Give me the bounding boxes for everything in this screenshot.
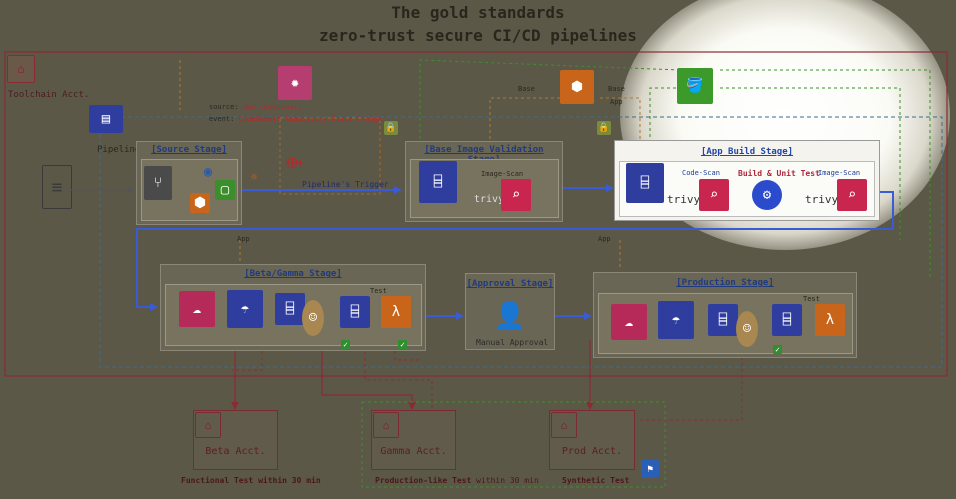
production-like-frame <box>361 401 666 488</box>
event-value: CodeCommit Repository State Change <box>238 115 382 123</box>
app-build-stage: [App Build Stage] ⌸ Code-Scan trivy ⌕ Bu… <box>614 140 880 221</box>
codebuild-icon: ⌸ <box>419 161 457 203</box>
prod-account-icon: ⌂ <box>551 412 577 438</box>
approval-person-icon: 👤 <box>493 301 527 331</box>
beta-test-label: Test <box>370 287 387 295</box>
gamma-account-icon: ⌂ <box>373 412 399 438</box>
toolchain-account-icon: ⌂ <box>7 55 35 83</box>
gamma-check-icon: ✓ <box>398 340 407 349</box>
diagram-title: The gold standards <box>391 3 565 22</box>
trivy-logo: trivy <box>474 194 505 205</box>
prod-deploy-icon: ☂ <box>658 301 694 339</box>
trivy-logo-image: trivy <box>805 193 839 206</box>
prod-lambda-icon: λ <box>815 304 845 336</box>
eventbridge-icon: ✹ <box>278 66 312 100</box>
diagram-subtitle: zero-trust secure CI/CD pipelines <box>319 26 637 45</box>
cloudformation-icon: ☁ <box>179 291 215 327</box>
source-stage-title: [Source Stage] <box>151 145 227 155</box>
beta-account: ⌂ Beta Acct. <box>193 410 278 470</box>
beta-account-label: Beta Acct. <box>205 446 266 457</box>
s3-bucket-icon: 🪣 <box>677 68 713 104</box>
gamma-account-label: Gamma Acct. <box>380 446 447 457</box>
beta-codebuild-icon: ⌸ <box>275 293 305 325</box>
event-source-value: aws.codecommit <box>242 103 302 111</box>
approval-stage: [Approval Stage] 👤 Manual Approval <box>465 273 555 350</box>
inspector-icon: ⌕ <box>501 179 531 211</box>
toolchain-account-border <box>4 51 948 377</box>
trigger-icon: ⟴ <box>284 152 304 172</box>
deploy-icon: ☂ <box>227 290 263 328</box>
event-rule-area <box>279 117 381 195</box>
code-scan-label: Code-Scan <box>682 169 720 177</box>
event-key: event: <box>209 115 235 123</box>
artifact-label-base-1: Base <box>518 85 535 93</box>
prod-account-label: Prod Acct. <box>561 446 623 457</box>
pipeline-boundary <box>99 116 943 368</box>
document-icon: ≡ <box>42 165 72 209</box>
beta-account-icon: ⌂ <box>195 412 221 438</box>
artifact-label-app-2: App <box>237 235 250 243</box>
build-unit-test-label: Build & Unit Test <box>738 169 820 178</box>
prod-account: ⌂ Prod Acct. <box>549 410 635 470</box>
image-inspector-icon: ⌕ <box>837 179 867 211</box>
flag-icon: ⚑ <box>641 460 659 478</box>
production-stage: [Production Stage] ☁ ☂ ⌸ ☺ Test ⌸ λ <box>593 272 857 358</box>
build-gear-icon: ⚙ <box>752 180 782 210</box>
approval-stage-title: [Approval Stage] <box>466 279 554 289</box>
gamma-caption-a: Production-like Test <box>375 476 472 485</box>
prod-codebuild-icon: ⌸ <box>708 304 738 336</box>
pipeline-label: Pipeline <box>97 145 141 155</box>
base-image-validation-stage: [Base Image Validation Stage] ⌸ Image-Sc… <box>405 141 563 222</box>
github-icon: ◉ <box>203 164 213 180</box>
toolchain-account-label: Toolchain Acct. <box>8 90 90 100</box>
prod-test-codebuild-icon: ⌸ <box>772 304 802 336</box>
codepipeline-icon: ▤ <box>89 105 123 133</box>
prod-test-label: Test <box>803 295 820 303</box>
flow-arrowhead <box>394 186 402 194</box>
avatar: ☺ <box>302 300 324 336</box>
prod-avatar: ☺ <box>736 311 758 347</box>
artifact-label-base-2: Base <box>608 85 625 93</box>
flow-app-to-beta <box>136 191 894 308</box>
app-codebuild-icon: ⌸ <box>626 163 664 203</box>
gamma-caption-b: within 30 min <box>471 476 539 485</box>
app-image-scan-label: Image-Scan <box>818 169 861 177</box>
codecommit-icon: ⑂ <box>144 166 172 200</box>
gamma-account: ⌂ Gamma Acct. <box>371 410 456 470</box>
event-source-key: source: <box>209 103 239 111</box>
s3-small-icon: ▢ <box>215 180 235 200</box>
beta-gamma-stage-title: [Beta/Gamma Stage] <box>244 269 342 279</box>
kms-lock-icon: 🔒 <box>384 121 398 135</box>
ecr-small-icon: ⬢ <box>190 193 210 213</box>
prod-cloudformation-icon: ☁ <box>611 304 647 340</box>
trivy-logo-code: trivy <box>667 193 701 206</box>
lambda-icon: λ <box>381 296 411 328</box>
ecr-repository-icon: ⬢ <box>560 70 594 104</box>
production-stage-title: [Production Stage] <box>676 278 774 288</box>
beta-test-codebuild-icon: ⌸ <box>340 296 370 328</box>
kms-lock-icon-2: 🔒 <box>597 121 611 135</box>
code-inspector-icon: ⌕ <box>699 179 729 211</box>
artifact-label-app-3: App <box>598 235 611 243</box>
sun-icon: ☼ <box>250 170 258 184</box>
prod-check-icon: ✓ <box>773 345 782 354</box>
artifact-label-app-1: App <box>610 98 623 106</box>
prod-caption: Synthetic Test <box>562 476 630 485</box>
source-stage: [Source Stage] ⑂ ◉ ▢ ⬢ <box>136 141 242 225</box>
trigger-label: Pipeline's Trigger <box>302 180 389 189</box>
manual-approval-label: Manual Approval <box>476 338 549 347</box>
base-image-scan-label: Image-Scan <box>481 170 524 178</box>
beta-check-icon: ✓ <box>341 340 350 349</box>
beta-caption: Functional Test within 30 min <box>181 476 321 485</box>
app-build-stage-title: [App Build Stage] <box>700 147 794 157</box>
beta-gamma-stage: [Beta/Gamma Stage] ☁ ☂ ⌸ ☺ Test ⌸ λ <box>160 264 426 351</box>
